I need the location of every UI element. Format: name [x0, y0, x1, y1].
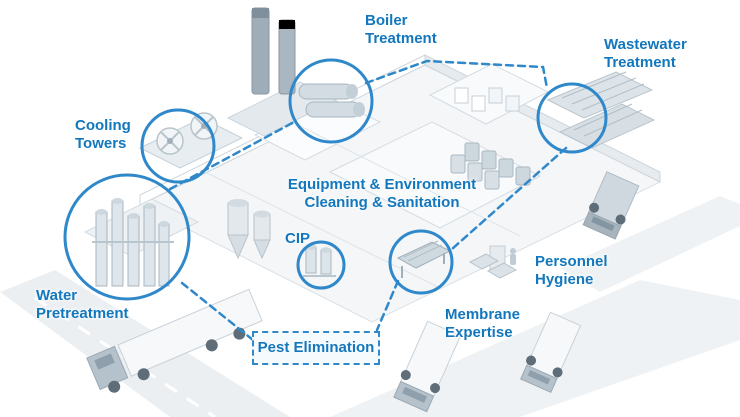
label-cip: CIP [285, 230, 311, 247]
circle-cooling-towers [140, 108, 216, 184]
pest-elimination-box: Pest Elimination [252, 331, 380, 365]
pretreatment-columns [83, 198, 200, 287]
wastewater-basins [546, 71, 656, 149]
circle-cip [296, 240, 346, 290]
label-wastewater-treatment: Wastewater Treatment [604, 36, 687, 71]
silos [227, 199, 271, 260]
label-membrane-expertise: Membrane Expertise [445, 306, 521, 341]
circle-water-pretreatment [63, 173, 191, 301]
label-water-pretreatment: Water Pretreatment [36, 287, 129, 322]
annotation-circles [63, 58, 608, 301]
hvac-units [454, 87, 520, 112]
label-personnel-hygiene: Personnel Hygiene [535, 253, 608, 288]
process-tanks [450, 142, 531, 190]
truck-center [393, 320, 462, 413]
circle-wastewater-treatment [536, 82, 608, 154]
truck-gray-side [582, 171, 640, 240]
truck-left [86, 288, 263, 393]
circle-membrane-expertise [388, 229, 454, 295]
boiler-tanks [298, 83, 365, 118]
label-cooling-towers: Cooling Towers [75, 117, 131, 152]
circle-boiler-treatment [288, 58, 374, 144]
cip-tanks [303, 244, 336, 277]
perimeter-dashed-line [168, 59, 568, 342]
label-pest-elimination: Pest Elimination [257, 339, 375, 357]
hygiene-station [468, 245, 518, 279]
label-equipment-cleaning: Equipment & Environment Cleaning & Sanit… [287, 176, 477, 211]
truck-right [520, 311, 582, 394]
label-boiler-treatment: Boiler Treatment [365, 12, 437, 47]
membrane-skid [396, 240, 452, 278]
